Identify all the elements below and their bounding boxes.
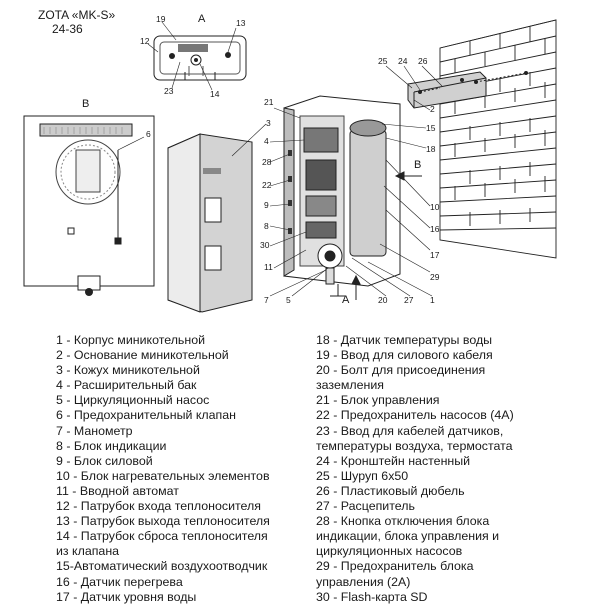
legend-item: 19 - Ввод для силового кабеля bbox=[316, 348, 493, 363]
callout-30: 30 bbox=[260, 240, 270, 250]
view-label-b: B bbox=[82, 98, 89, 110]
legend-item: 21 - Блок управления bbox=[316, 393, 440, 408]
callout-5: 5 bbox=[286, 295, 291, 305]
callout-1: 1 bbox=[430, 295, 435, 305]
callout-10: 10 bbox=[430, 202, 440, 212]
legend-item: 6 - Предохранительный клапан bbox=[56, 408, 236, 423]
legend-item: 1 - Корпус миникотельной bbox=[56, 333, 206, 347]
arrow-label-a: A bbox=[342, 294, 350, 306]
top-view-a: A bbox=[153, 13, 247, 81]
callout-25: 25 bbox=[378, 56, 388, 66]
callout-28: 28 bbox=[262, 157, 272, 167]
callout-9: 9 bbox=[264, 200, 269, 210]
legend-item: управления (2А) bbox=[316, 574, 411, 589]
model-title: ZOTA «MK-S» 24-36 bbox=[38, 8, 115, 36]
callout-17: 17 bbox=[430, 250, 440, 260]
model-name: ZOTA «MK-S» bbox=[38, 8, 116, 22]
legend-item: 23 - Ввод для кабелей датчиков, bbox=[316, 423, 504, 438]
legend-item: 5 - Циркуляционный насос bbox=[56, 393, 210, 408]
wall-bracket bbox=[407, 71, 528, 109]
boiler-cover bbox=[167, 133, 253, 313]
arrow-label-b: B bbox=[414, 159, 421, 171]
legend-item: температуры воздуха, термостата bbox=[316, 438, 513, 453]
model-range: 24-36 bbox=[52, 22, 83, 36]
callout-22: 22 bbox=[262, 180, 272, 190]
legend-item: 8 - Блок индикации bbox=[56, 438, 167, 453]
callout-20: 20 bbox=[378, 295, 388, 305]
legend-item: 15-Автоматический воздухоотводчик bbox=[56, 559, 268, 574]
boiler-diagram: A B bbox=[23, 13, 557, 313]
legend-item: 30 - Flash-карта SD bbox=[316, 589, 428, 604]
callout-27: 27 bbox=[404, 295, 414, 305]
legend-right: 18 - Датчик температуры воды 19 - Ввод д… bbox=[316, 333, 514, 605]
callout-18: 18 bbox=[426, 144, 436, 154]
back-view-b: B bbox=[23, 98, 155, 296]
legend-item: из клапана bbox=[56, 544, 120, 559]
callout-12: 12 bbox=[140, 36, 150, 46]
callout-13: 13 bbox=[236, 18, 246, 28]
legend-item: заземления bbox=[316, 378, 384, 393]
legend-item: 11 - Вводной автомат bbox=[56, 483, 179, 498]
callout-3: 3 bbox=[266, 118, 271, 128]
callout-16: 16 bbox=[430, 224, 440, 234]
view-label-a: A bbox=[198, 13, 206, 25]
legend-item: 12 - Патрубок входа теплоносителя bbox=[56, 499, 261, 514]
legend-item: 27 - Расцепитель bbox=[316, 499, 415, 514]
callout-21: 21 bbox=[264, 97, 274, 107]
legend-item: 22 - Предохранитель насосов (4А) bbox=[316, 408, 514, 423]
leader-lines bbox=[117, 21, 443, 297]
legend-item: 20 - Болт для присоединения bbox=[316, 363, 486, 378]
callout-7: 7 bbox=[264, 295, 269, 305]
legend-item: 17 - Датчик уровня воды bbox=[56, 589, 197, 604]
legend-item: 3 - Кожух миникотельной bbox=[56, 363, 200, 378]
callout-26: 26 bbox=[418, 56, 428, 66]
legend-item: 29 - Предохранитель блока bbox=[316, 559, 474, 574]
callout-23: 23 bbox=[164, 86, 174, 96]
legend-item: 24 - Кронштейн настенный bbox=[316, 453, 471, 468]
callout-11: 11 bbox=[264, 262, 273, 272]
legend-item: индикации, блока управления и bbox=[316, 529, 500, 544]
legend-item: 2 - Основание миникотельной bbox=[56, 348, 229, 363]
callout-4: 4 bbox=[264, 136, 269, 146]
callout-8: 8 bbox=[264, 221, 269, 231]
boiler-body bbox=[283, 95, 401, 297]
legend-item: 18 - Датчик температуры воды bbox=[316, 333, 493, 347]
callout-19: 19 bbox=[156, 14, 166, 24]
legend-item: 28 - Кнопка отключения блока bbox=[316, 514, 490, 529]
callout-numbers: 19 13 12 23 14 6 21 3 4 28 22 9 8 30 11 … bbox=[140, 14, 440, 305]
legend-left: 1 - Корпус миникотельной 2 - Основание м… bbox=[56, 333, 270, 605]
callout-15: 15 bbox=[426, 123, 436, 133]
callout-24: 24 bbox=[398, 56, 408, 66]
view-arrows: A B bbox=[342, 159, 422, 306]
brick-wall bbox=[439, 19, 557, 259]
legend-item: 4 - Расширительный бак bbox=[56, 378, 197, 393]
callout-2: 2 bbox=[430, 104, 435, 114]
legend-item: 10 - Блок нагревательных элементов bbox=[56, 468, 270, 483]
legend-item: 7 - Манометр bbox=[56, 423, 133, 438]
legend-item: 25 - Шуруп 6х50 bbox=[316, 468, 409, 483]
callout-14: 14 bbox=[210, 89, 220, 99]
legend-item: 16 - Датчик перегрева bbox=[56, 574, 183, 589]
callout-29: 29 bbox=[430, 272, 440, 282]
legend-item: 26 - Пластиковый дюбель bbox=[316, 483, 465, 498]
legend-item: 13 - Патрубок выхода теплоносителя bbox=[56, 514, 270, 529]
legend-item: 9 - Блок силовой bbox=[56, 453, 153, 468]
callout-6: 6 bbox=[146, 129, 151, 139]
legend-item: циркуляционных насосов bbox=[316, 544, 463, 559]
legend-item: 14 - Патрубок сброса теплоносителя bbox=[56, 529, 268, 544]
